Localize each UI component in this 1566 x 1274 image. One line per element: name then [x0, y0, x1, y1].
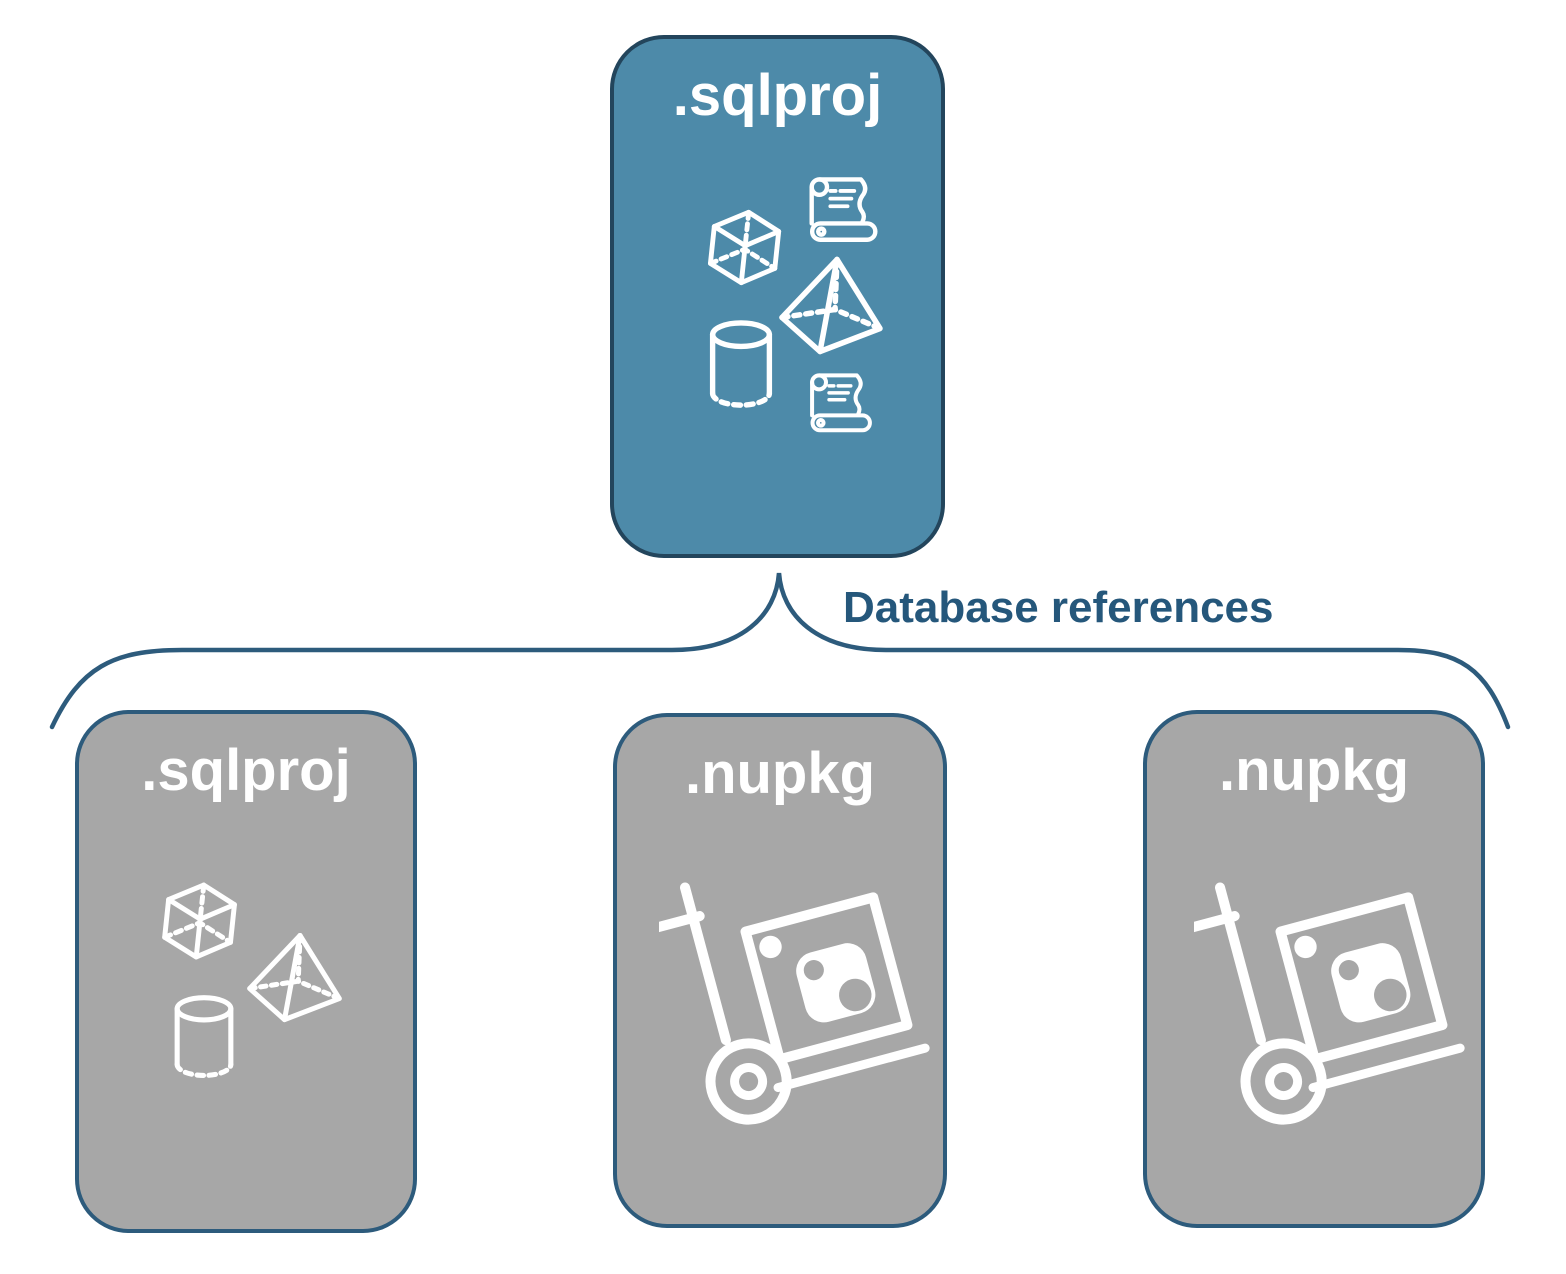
cylinder-icon	[170, 994, 238, 1081]
child-node-nupkg-2: .nupkg	[1143, 710, 1485, 1228]
root-node-title: .sqlproj	[672, 63, 883, 128]
nuget-hand-truck-icon	[1194, 862, 1474, 1142]
cylinder-icon	[706, 319, 776, 411]
cube-icon	[151, 874, 249, 968]
scroll-icon	[796, 364, 876, 446]
child-node-title: .nupkg	[684, 741, 876, 806]
pyramid-icon	[242, 930, 348, 1026]
root-node-sqlproj: .sqlproj	[610, 35, 945, 558]
curly-brace-connector	[49, 572, 1511, 730]
child-node-nupkg-1: .nupkg	[613, 713, 947, 1228]
connector-label: Database references	[843, 583, 1274, 632]
scroll-icon	[794, 167, 882, 257]
child-node-sqlproj: .sqlproj	[75, 710, 417, 1233]
nuget-hand-truck-icon	[659, 862, 939, 1142]
child-node-title: .nupkg	[1218, 738, 1410, 803]
pyramid-icon	[774, 252, 889, 360]
child-node-title: .sqlproj	[141, 738, 351, 803]
